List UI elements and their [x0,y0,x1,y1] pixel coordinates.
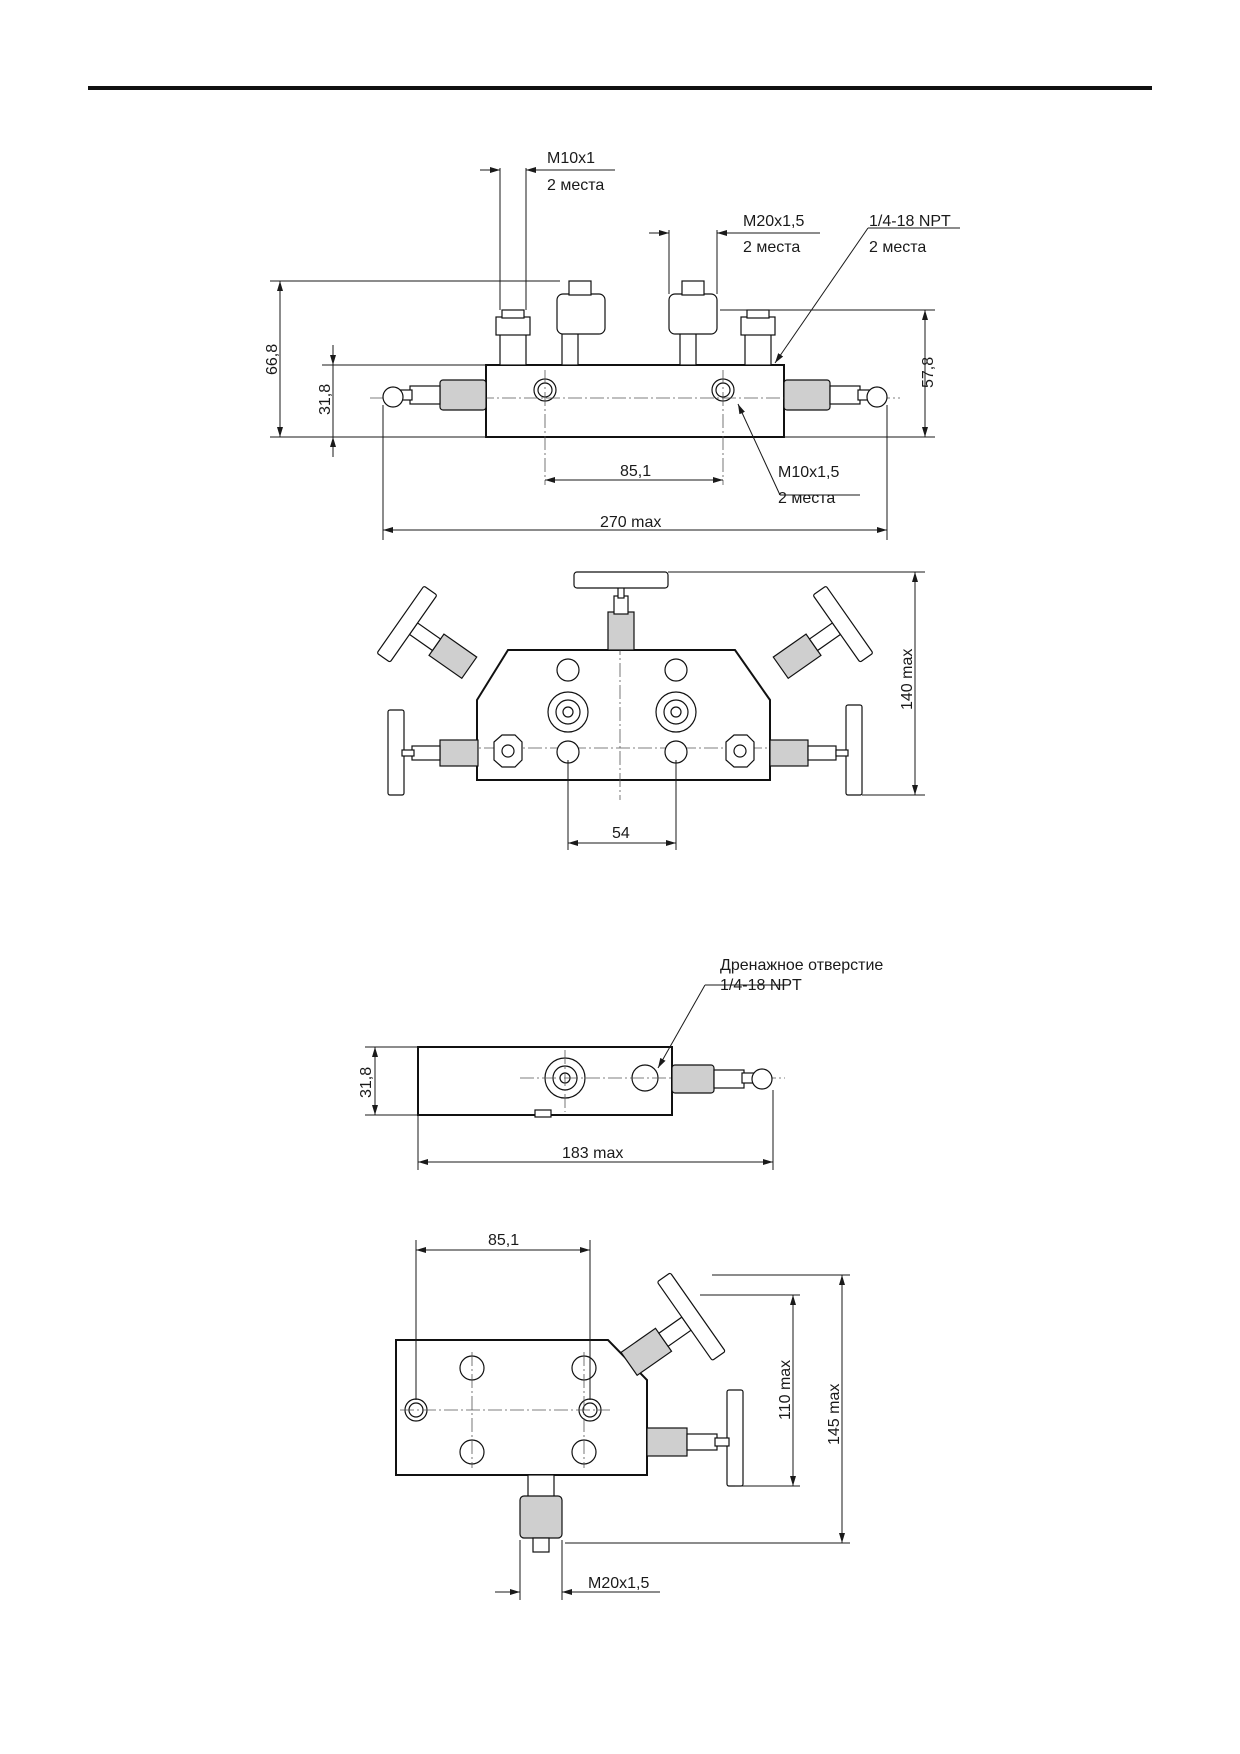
dim-183-max: 183 max [562,1145,623,1162]
thread-npt-label: 1/4-18 NPT [869,213,951,230]
bottom-dimensions [415,1240,850,1600]
bottom-port-fitting [519,1474,563,1553]
thread-m20x15-label: M20x1,5 [743,213,804,230]
places-label-4: 2 места [778,490,835,507]
dim-270-max: 270 max [600,514,661,531]
drain-hole-thread: 1/4-18 NPT [720,977,802,994]
dim-66-8: 66,8 [264,344,281,375]
dim-31-8-front: 31,8 [317,384,334,415]
side-dimensions [365,984,790,1170]
top-left-valves [377,586,479,796]
thread-m10x15-label: M10x1,5 [778,464,839,481]
top-right-valves [769,586,873,796]
front-dimensions [270,167,960,540]
front-left-valve [382,379,487,411]
places-label-1: 2 места [547,177,604,194]
front-top-fittings [495,280,776,366]
side-view [417,1046,785,1118]
thread-m10x1-label: M10x1 [547,150,595,167]
top-dimensions [567,571,925,850]
bottom-right-valves [620,1272,744,1487]
dim-54: 54 [612,825,630,842]
places-label-3: 2 места [869,239,926,256]
bottom-view [395,1272,744,1553]
top-view [377,571,873,800]
dim-145-max: 145 max [826,1384,843,1445]
top-center-valve [573,571,669,651]
front-view [370,280,900,485]
dim-31-8-side: 31,8 [358,1067,375,1098]
dim-110-max: 110 max [777,1360,794,1420]
dim-85-1-front: 85,1 [620,463,651,480]
dim-85-1-bottom: 85,1 [488,1232,519,1249]
thread-m20x15-bottom-label: M20x1,5 [588,1575,649,1592]
front-right-valve [783,379,888,411]
places-label-2: 2 места [743,239,800,256]
drain-hole-label: Дренажное отверстие [720,957,883,974]
dim-140-max: 140 max [899,649,916,710]
dim-57-8: 57,8 [920,357,937,388]
side-drain-valve [671,1064,773,1094]
